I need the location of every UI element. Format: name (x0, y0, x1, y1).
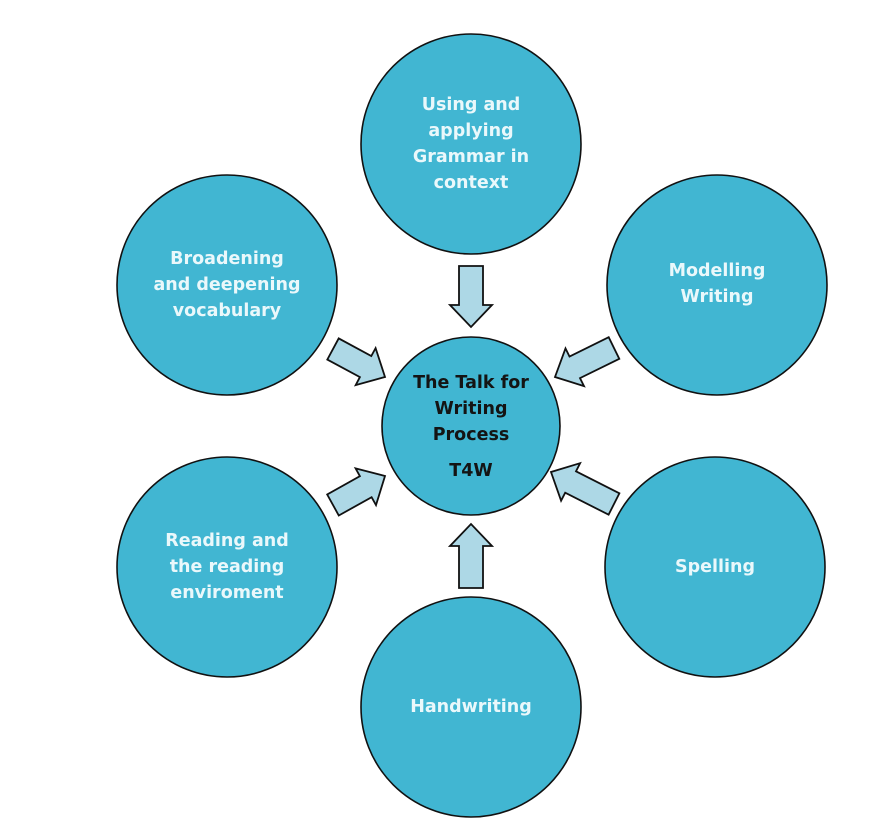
node-label-spelling-line-1: Spelling (675, 557, 755, 577)
center-label-line-1: The Talk for (413, 373, 529, 393)
node-circle-modelling (606, 174, 828, 396)
arrow-down-icon (447, 265, 495, 329)
node-label-reading-line-1: Reading and (165, 531, 289, 551)
node-label-grammar-line-4: context (434, 173, 509, 193)
arrow-up-right-icon (325, 467, 387, 517)
node-vocabulary: Broadening and deepening vocabulary (116, 174, 338, 396)
node-label-vocabulary-line-1: Broadening (170, 249, 284, 269)
center-circle (381, 336, 561, 516)
arrows-layer (325, 265, 621, 589)
node-circle-reading (116, 456, 338, 678)
center-abbreviation: T4W (449, 461, 492, 481)
node-label-reading-line-3: enviroment (170, 583, 283, 603)
arrow-down-left-icon (553, 335, 621, 388)
node-reading: Reading and the reading enviroment (116, 456, 338, 678)
node-label-modelling-line-1: Modelling (669, 261, 766, 281)
node-label-vocabulary-line-3: vocabulary (173, 301, 282, 321)
node-handwriting: Handwriting (360, 596, 582, 818)
center-label-line-3: Process (433, 425, 510, 445)
node-circle-vocabulary (116, 174, 338, 396)
node-label-handwriting-line-1: Handwriting (410, 697, 532, 717)
node-label-reading-line-2: the reading (170, 557, 285, 577)
node-spelling: Spelling (604, 456, 826, 678)
arrow-up-left-icon (549, 461, 621, 516)
node-circle-spelling (604, 456, 826, 678)
arrow-up-icon (447, 522, 495, 589)
node-label-vocabulary-line-2: and deepening (154, 275, 301, 295)
node-label-grammar-line-3: Grammar in (413, 147, 529, 167)
node-label-modelling-line-2: Writing (681, 287, 754, 307)
center-node: The Talk for Writing Process T4W (381, 336, 561, 516)
node-circle-grammar (360, 33, 582, 255)
node-circle-handwriting (360, 596, 582, 818)
arrow-down-right-icon (326, 337, 387, 387)
node-label-grammar-line-1: Using and (422, 95, 521, 115)
node-label-grammar-line-2: applying (428, 121, 513, 141)
center-label-line-2: Writing (435, 399, 508, 419)
